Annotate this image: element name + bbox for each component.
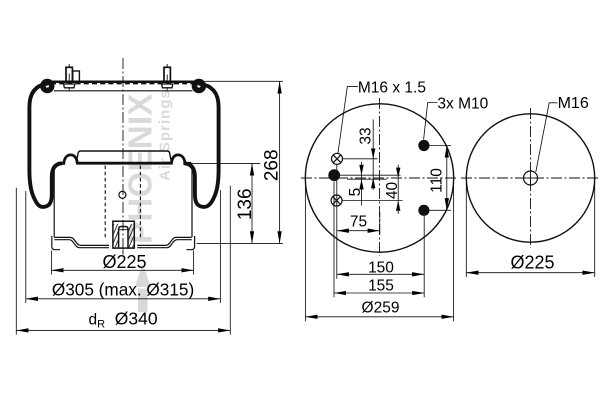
svg-text:5: 5: [347, 188, 364, 197]
svg-text:Ø305 (max. Ø315): Ø305 (max. Ø315): [52, 279, 194, 299]
svg-text:110: 110: [429, 168, 446, 193]
svg-text:40: 40: [384, 182, 401, 200]
svg-text:136: 136: [235, 188, 256, 220]
svg-text:Ø225: Ø225: [510, 252, 554, 272]
svg-text:155: 155: [368, 277, 394, 294]
svg-text:150: 150: [368, 260, 394, 277]
svg-text:dR Ø340: dR Ø340: [89, 309, 158, 331]
svg-text:M16: M16: [558, 95, 589, 112]
svg-text:3x M10: 3x M10: [437, 95, 488, 112]
svg-text:Ø259: Ø259: [362, 300, 400, 317]
svg-text:268: 268: [262, 149, 283, 181]
svg-text:75: 75: [350, 213, 367, 230]
svg-text:33: 33: [357, 127, 374, 144]
svg-text:Ø225: Ø225: [102, 252, 146, 272]
svg-text:Air Springs: Air Springs: [157, 89, 174, 181]
svg-text:M16 x 1.5: M16 x 1.5: [358, 79, 426, 96]
